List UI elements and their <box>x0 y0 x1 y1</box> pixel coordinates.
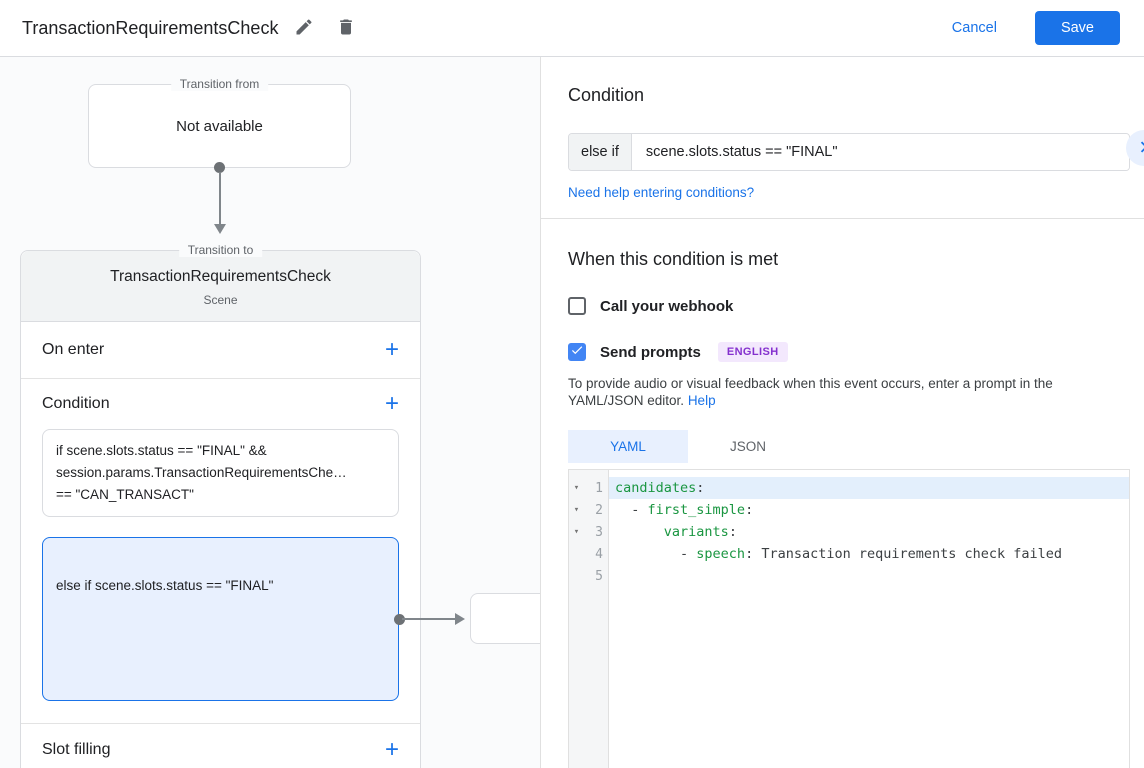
scene-card-title: TransactionRequirementsCheck <box>110 268 331 285</box>
line-number: 5 <box>595 568 603 584</box>
edit-scene-button[interactable] <box>288 12 320 44</box>
code-key: variants <box>663 524 729 540</box>
on-enter-section: On enter + <box>21 322 420 379</box>
add-condition-button[interactable]: + <box>384 390 399 417</box>
code-indent: - <box>615 546 697 562</box>
condition-section: Condition + if scene.slots.status == "FI… <box>21 379 540 724</box>
scene-card-subtitle: Scene <box>203 293 238 307</box>
line-number: 2 <box>595 502 603 518</box>
tab-json[interactable]: JSON <box>729 439 766 454</box>
on-enter-label: On enter <box>42 341 105 358</box>
code-indent: - <box>615 502 648 518</box>
when-condition-met-title: When this condition is met <box>568 249 779 269</box>
code-separator: : <box>728 524 737 540</box>
code-indent <box>615 524 664 540</box>
condition-label: Condition <box>42 395 110 412</box>
pencil-icon <box>294 17 314 40</box>
flow-canvas: Transition from Not available Transition… <box>0 57 540 768</box>
delete-scene-button[interactable] <box>330 12 362 44</box>
fold-arrow-icon[interactable]: ▾ <box>573 527 580 537</box>
editor-gutter <box>569 470 609 768</box>
add-slot-button[interactable]: + <box>384 736 399 763</box>
line-number: 1 <box>595 480 603 496</box>
line-number: 4 <box>595 546 603 562</box>
top-bar: TransactionRequirementsCheck Cancel Save <box>0 0 1144 57</box>
top-bar-right: Cancel Save <box>952 11 1120 45</box>
on-enter-row: On enter + <box>42 322 399 378</box>
code-key: speech <box>696 546 746 562</box>
transition-from-legend: Transition from <box>170 77 269 91</box>
checkmark-icon <box>570 343 584 362</box>
code-separator: : <box>696 480 705 496</box>
transition-from-box[interactable]: Transition from Not available <box>88 77 351 234</box>
slot-filling-row: Slot filling + <box>42 726 399 768</box>
language-badge: ENGLISH <box>717 342 788 362</box>
panel-divider <box>541 218 1144 219</box>
code-separator: : <box>745 502 754 518</box>
send-prompts-option-row: Send prompts ENGLISH <box>568 342 1130 362</box>
send-prompts-checkbox[interactable] <box>568 343 586 361</box>
code-key: candidates <box>615 480 697 496</box>
connector-line <box>218 172 221 224</box>
slot-filling-label: Slot filling <box>42 741 111 758</box>
condition-detail-panel: Condition else if Need help entering con… <box>540 57 1144 768</box>
connector-dot <box>214 162 225 173</box>
code-value: Transaction requirements check failed <box>753 546 1063 562</box>
save-button[interactable]: Save <box>1034 11 1120 45</box>
arrow-right-icon <box>455 613 465 625</box>
code-line[interactable]: candidates: <box>609 477 1129 499</box>
collapse-panel-button[interactable] <box>1126 130 1144 166</box>
code-separator: : <box>745 546 754 562</box>
webhook-option-row: Call your webhook <box>568 297 1130 315</box>
editor-line: ▾ 1 candidates: <box>569 477 1129 499</box>
condition-item-selected[interactable]: else if scene.slots.status == "FINAL" <box>42 537 540 701</box>
page-title: TransactionRequirementsCheck <box>22 17 279 38</box>
code-line[interactable]: - first_simple: <box>609 499 1129 521</box>
transition-target-node[interactable] <box>470 593 540 644</box>
conditions-help-link[interactable]: Need help entering conditions? <box>568 185 755 200</box>
code-line[interactable]: - speech: Transaction requirements check… <box>609 543 1129 565</box>
connector-dot <box>394 613 405 625</box>
editor-line: 5 <box>569 565 1129 587</box>
condition-item-text: else if scene.slots.status == "FINAL" <box>56 578 274 593</box>
trash-icon <box>336 17 356 40</box>
editor-line: ▾ 2 - first_simple: <box>569 499 1129 521</box>
condition-row: Condition + <box>42 379 399 429</box>
editor-format-tabs: YAML JSON <box>568 430 1130 463</box>
tab-yaml[interactable]: YAML <box>568 430 688 463</box>
slot-filling-section: Slot filling + Slot validation Transacti… <box>21 726 420 768</box>
scene-card-header[interactable]: TransactionRequirementsCheck Scene <box>21 251 420 322</box>
condition-prefix-label: else if <box>569 134 632 170</box>
prompts-description-text: To provide audio or visual feedback when… <box>568 376 1053 408</box>
cancel-button[interactable]: Cancel <box>951 20 997 36</box>
transition-to-legend: Transition to <box>178 243 263 257</box>
code-key: first_simple <box>647 502 746 518</box>
add-on-enter-button[interactable]: + <box>384 336 399 363</box>
line-number: 3 <box>595 524 603 540</box>
arrow-down-icon <box>213 224 226 234</box>
webhook-label: Call your webhook <box>600 297 734 315</box>
chevron-right-icon <box>1133 136 1144 161</box>
editor-line: 4 - speech: Transaction requirements che… <box>569 543 1129 565</box>
transition-from-text: Not available <box>176 117 263 135</box>
connector-line <box>402 618 455 620</box>
condition-expression-input[interactable] <box>631 134 1129 170</box>
panel-title: Condition <box>568 85 645 105</box>
editor-line: ▾ 3 variants: <box>569 521 1129 543</box>
fold-arrow-icon[interactable]: ▾ <box>573 483 580 493</box>
content-split: Transition from Not available Transition… <box>0 57 1144 768</box>
prompts-help-link[interactable]: Help <box>687 393 716 408</box>
scene-card: Transition to TransactionRequirementsChe… <box>20 243 540 768</box>
code-line[interactable] <box>609 565 1129 587</box>
prompt-code-editor[interactable]: ▾ 1 candidates: ▾ 2 - first_simple: ▾ 3 … <box>568 469 1130 768</box>
top-bar-left: TransactionRequirementsCheck <box>22 12 362 44</box>
prompts-description: To provide audio or visual feedback when… <box>568 375 1130 409</box>
condition-item[interactable]: if scene.slots.status == "FINAL" && sess… <box>42 429 399 517</box>
code-line[interactable]: variants: <box>609 521 1129 543</box>
condition-input-row: else if <box>568 133 1130 171</box>
fold-arrow-icon[interactable]: ▾ <box>573 505 580 515</box>
send-prompts-label: Send prompts <box>600 343 701 361</box>
webhook-checkbox[interactable] <box>568 297 586 315</box>
